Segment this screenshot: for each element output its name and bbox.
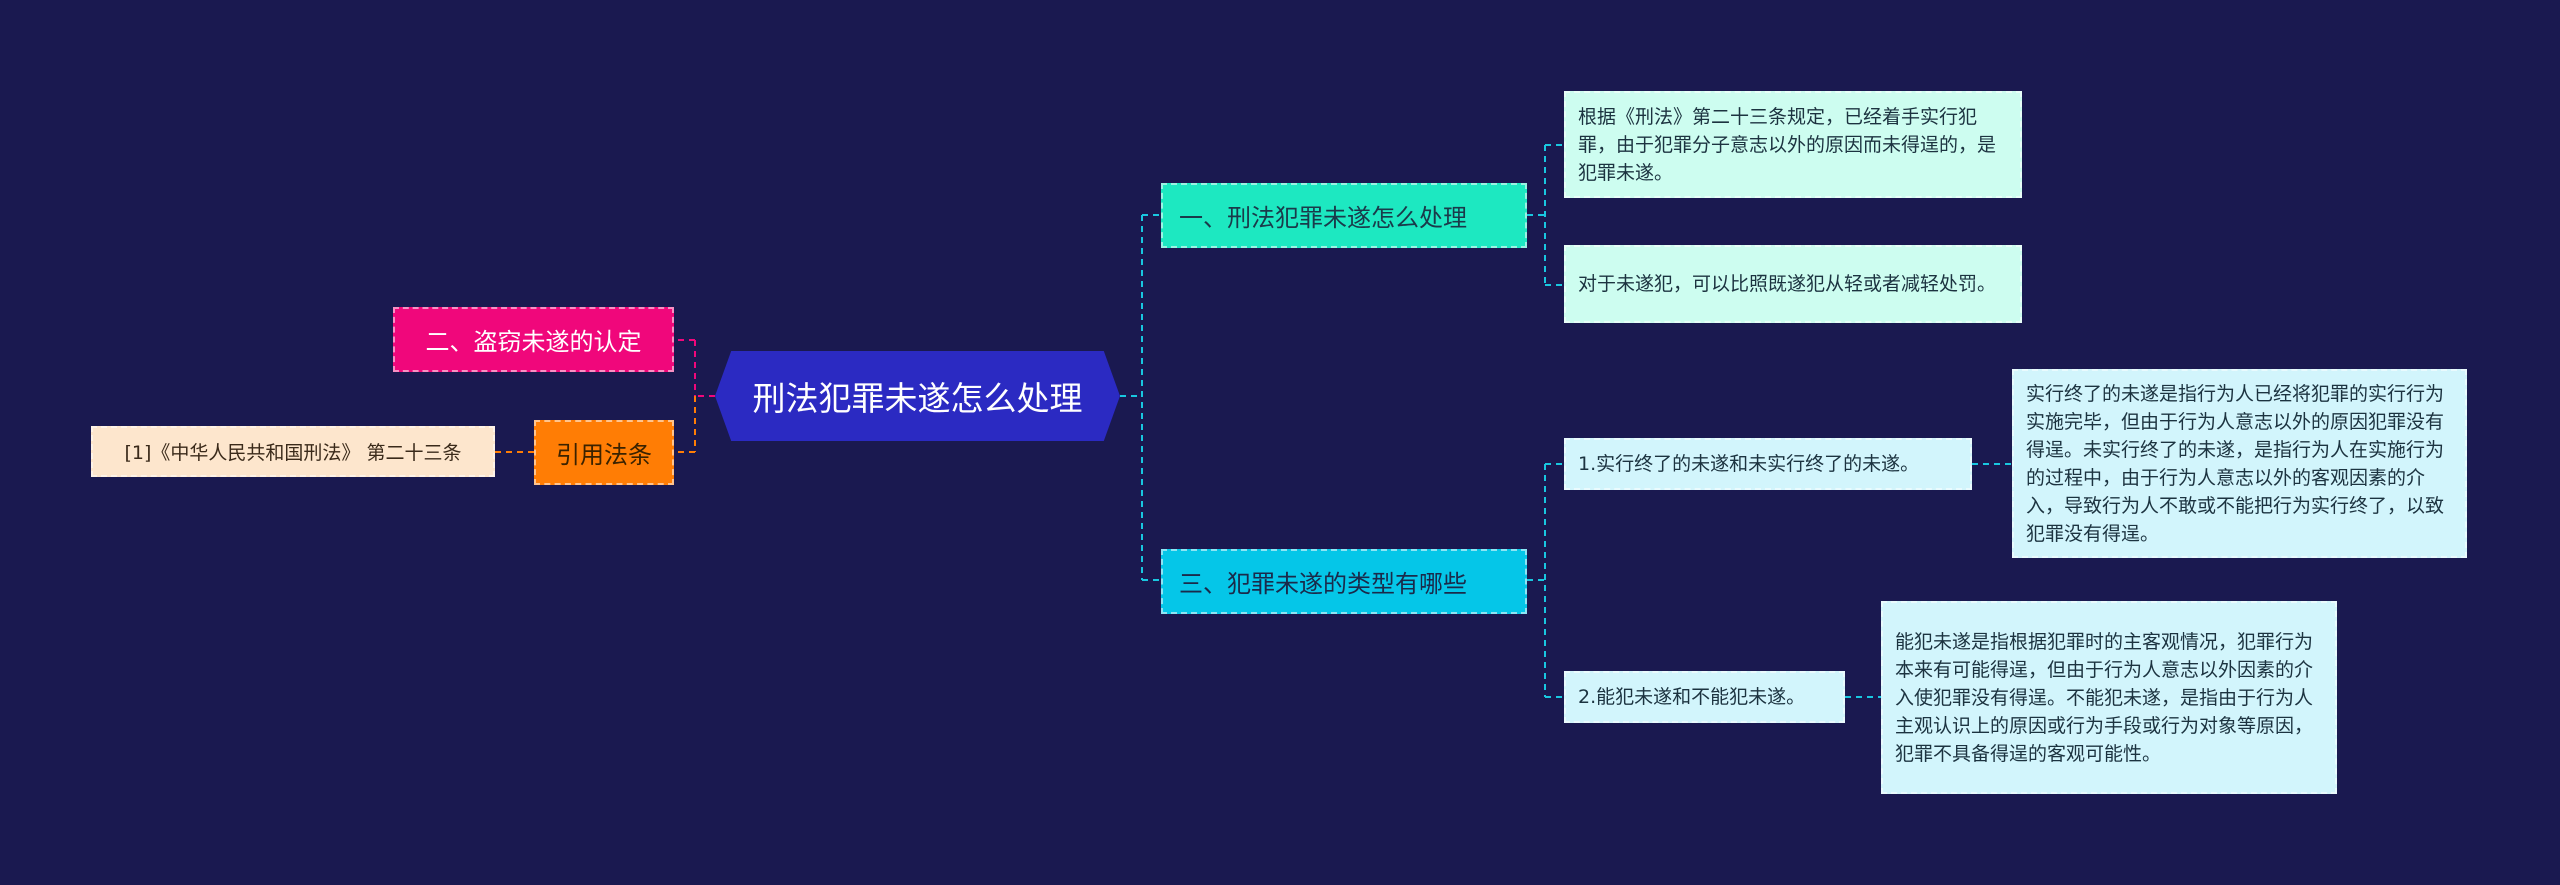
branch-label: 二、盗窃未遂的认定 — [425, 328, 642, 356]
branch-types[interactable]: 三、犯罪未遂的类型有哪些 — [1161, 549, 1527, 614]
branch-handling[interactable]: 一、刑法犯罪未遂怎么处理 — [1161, 183, 1527, 248]
root-label: 刑法犯罪未遂怎么处理 — [752, 379, 1083, 418]
leaf-text: 根据《刑法》第二十三条规定，已经着手实行犯罪，由于犯罪分子意志以外的原因而未得逞… — [1578, 105, 1997, 184]
branch-cited-law[interactable]: 引用法条 — [534, 420, 674, 485]
branch-label: 一、刑法犯罪未遂怎么处理 — [1179, 204, 1467, 232]
root-topic[interactable]: 刑法犯罪未遂怎么处理 — [715, 351, 1120, 441]
detail-text: 能犯未遂是指根据犯罪时的主客观情况，犯罪行为本来有可能得逞，但由于行为人意志以外… — [1895, 630, 2314, 765]
detail-possible-attempt[interactable]: 能犯未遂是指根据犯罪时的主客观情况，犯罪行为本来有可能得逞，但由于行为人意志以外… — [1881, 601, 2337, 794]
detail-completed-attempt[interactable]: 实行终了的未遂是指行为人已经将犯罪的实行行为实施完毕，但由于行为人意志以外的原因… — [2012, 369, 2467, 558]
leaf-punishment[interactable]: 对于未遂犯，可以比照既遂犯从轻或者减轻处罚。 — [1564, 245, 2022, 323]
leaf-text: 对于未遂犯，可以比照既遂犯从轻或者减轻处罚。 — [1578, 273, 1997, 295]
subtopic-text: 2.能犯未遂和不能犯未遂。 — [1578, 686, 1806, 708]
subtopic-text: 1.实行终了的未遂和未实行终了的未遂。 — [1578, 453, 1920, 475]
subtopic-possible-attempt[interactable]: 2.能犯未遂和不能犯未遂。 — [1564, 671, 1845, 723]
detail-text: 实行终了的未遂是指行为人已经将犯罪的实行行为实施完毕，但由于行为人意志以外的原因… — [2026, 382, 2445, 545]
leaf-definition[interactable]: 根据《刑法》第二十三条规定，已经着手实行犯罪，由于犯罪分子意志以外的原因而未得逞… — [1564, 91, 2022, 198]
law-reference[interactable]: [1]《中华人民共和国刑法》 第二十三条 — [91, 426, 495, 477]
branch-label: 引用法条 — [556, 441, 652, 469]
reference-text: [1]《中华人民共和国刑法》 第二十三条 — [124, 442, 462, 464]
subtopic-completed-attempt[interactable]: 1.实行终了的未遂和未实行终了的未遂。 — [1564, 438, 1972, 490]
branch-theft-attempt[interactable]: 二、盗窃未遂的认定 — [393, 307, 674, 372]
branch-label: 三、犯罪未遂的类型有哪些 — [1179, 570, 1467, 598]
